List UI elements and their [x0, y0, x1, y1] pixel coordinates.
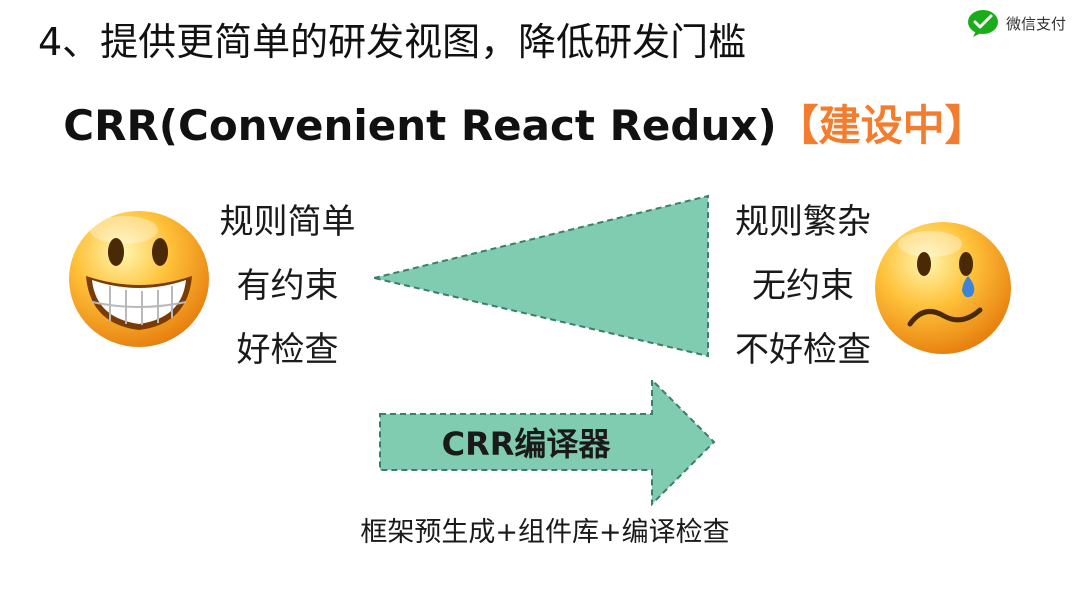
comparison-triangle	[373, 194, 709, 358]
happy-face-icon	[69, 211, 209, 347]
list-item: 规则繁杂	[735, 202, 871, 242]
list-item: 不好检查	[735, 330, 871, 370]
compiler-arrow	[379, 377, 716, 507]
compiler-label: CRR编译器	[441, 425, 611, 463]
slide-heading: 4、提供更简单的研发视图，降低研发门槛	[38, 20, 747, 64]
wechat-pay-label: 微信支付	[1005, 14, 1066, 33]
simple-rules-list: 规则简单 有约束 好检查	[210, 190, 365, 382]
list-item: 规则简单	[219, 202, 356, 242]
list-item: 有约束	[236, 266, 339, 306]
subtitle-status: 【建设中】	[776, 101, 987, 150]
wechat-pay-watermark: 微信支付	[966, 8, 1066, 38]
sad-face-icon	[875, 222, 1011, 354]
list-item: 好检查	[236, 330, 339, 370]
list-item: 无约束	[752, 266, 854, 306]
slide-caption: 框架预生成+组件库+编译检查	[360, 517, 730, 548]
subtitle-main: CRR(Convenient React Redux)	[63, 101, 777, 150]
slide-subtitle: CRR(Convenient React Redux)【建设中】	[0, 96, 1050, 156]
complex-rules-list: 规则繁杂 无约束 不好检查	[722, 190, 884, 382]
wechat-icon	[967, 10, 998, 37]
